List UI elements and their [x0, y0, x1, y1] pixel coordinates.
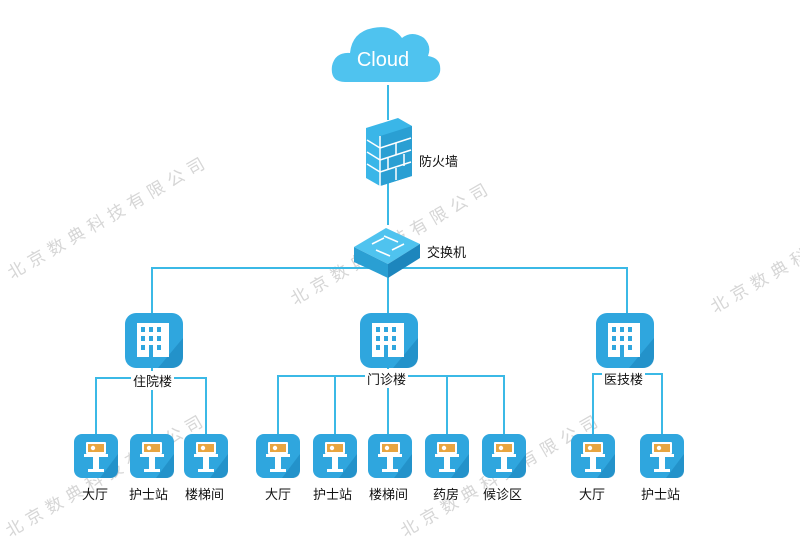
building-label: 门诊楼 — [365, 369, 409, 388]
building-label: 住院楼 — [131, 371, 175, 390]
endpoint-label: 大厅 — [265, 488, 292, 503]
endpoint-label: 护士站 — [313, 488, 353, 503]
diagram-canvas: Cloud — [74, 27, 684, 478]
endpoint-label: 楼梯间 — [369, 488, 409, 503]
kiosk-terminal-icon — [368, 434, 412, 478]
kiosk-terminal-icon — [482, 434, 526, 478]
switch-label: 交换机 — [427, 246, 467, 261]
endpoint-label: 大厅 — [82, 488, 109, 503]
building-label: 医技楼 — [602, 369, 646, 388]
building-icon-menzhen — [360, 313, 418, 368]
switch-icon — [354, 228, 420, 278]
firewall-icon — [366, 118, 412, 186]
building-icon-zhuyuan — [125, 313, 183, 368]
network-topology-diagram: 北京数典科技有限公司 北京数典科技有限公司 北京数典科技有限公司 北京数典科技有… — [3, 27, 800, 542]
kiosk-terminal-icon — [256, 434, 300, 478]
kiosk-terminal-icon — [571, 434, 615, 478]
kiosk-terminal-icon — [130, 434, 174, 478]
endpoint-label: 大厅 — [579, 488, 606, 503]
firewall-label: 防火墙 — [419, 155, 459, 170]
endpoint-label: 药房 — [433, 488, 460, 503]
endpoint-label: 护士站 — [641, 488, 681, 503]
endpoint-label: 楼梯间 — [185, 488, 225, 503]
kiosk-terminal-icon — [184, 434, 228, 478]
kiosk-terminal-icon — [74, 434, 118, 478]
cloud-icon — [331, 27, 441, 82]
cloud-label: Cloud — [357, 49, 409, 71]
kiosk-terminal-icon — [313, 434, 357, 478]
endpoint-label: 候诊区 — [483, 488, 523, 503]
kiosk-terminal-icon — [425, 434, 469, 478]
kiosk-terminal-icon — [640, 434, 684, 478]
endpoint-label: 护士站 — [129, 488, 169, 503]
building-icon-yiji — [596, 313, 654, 368]
